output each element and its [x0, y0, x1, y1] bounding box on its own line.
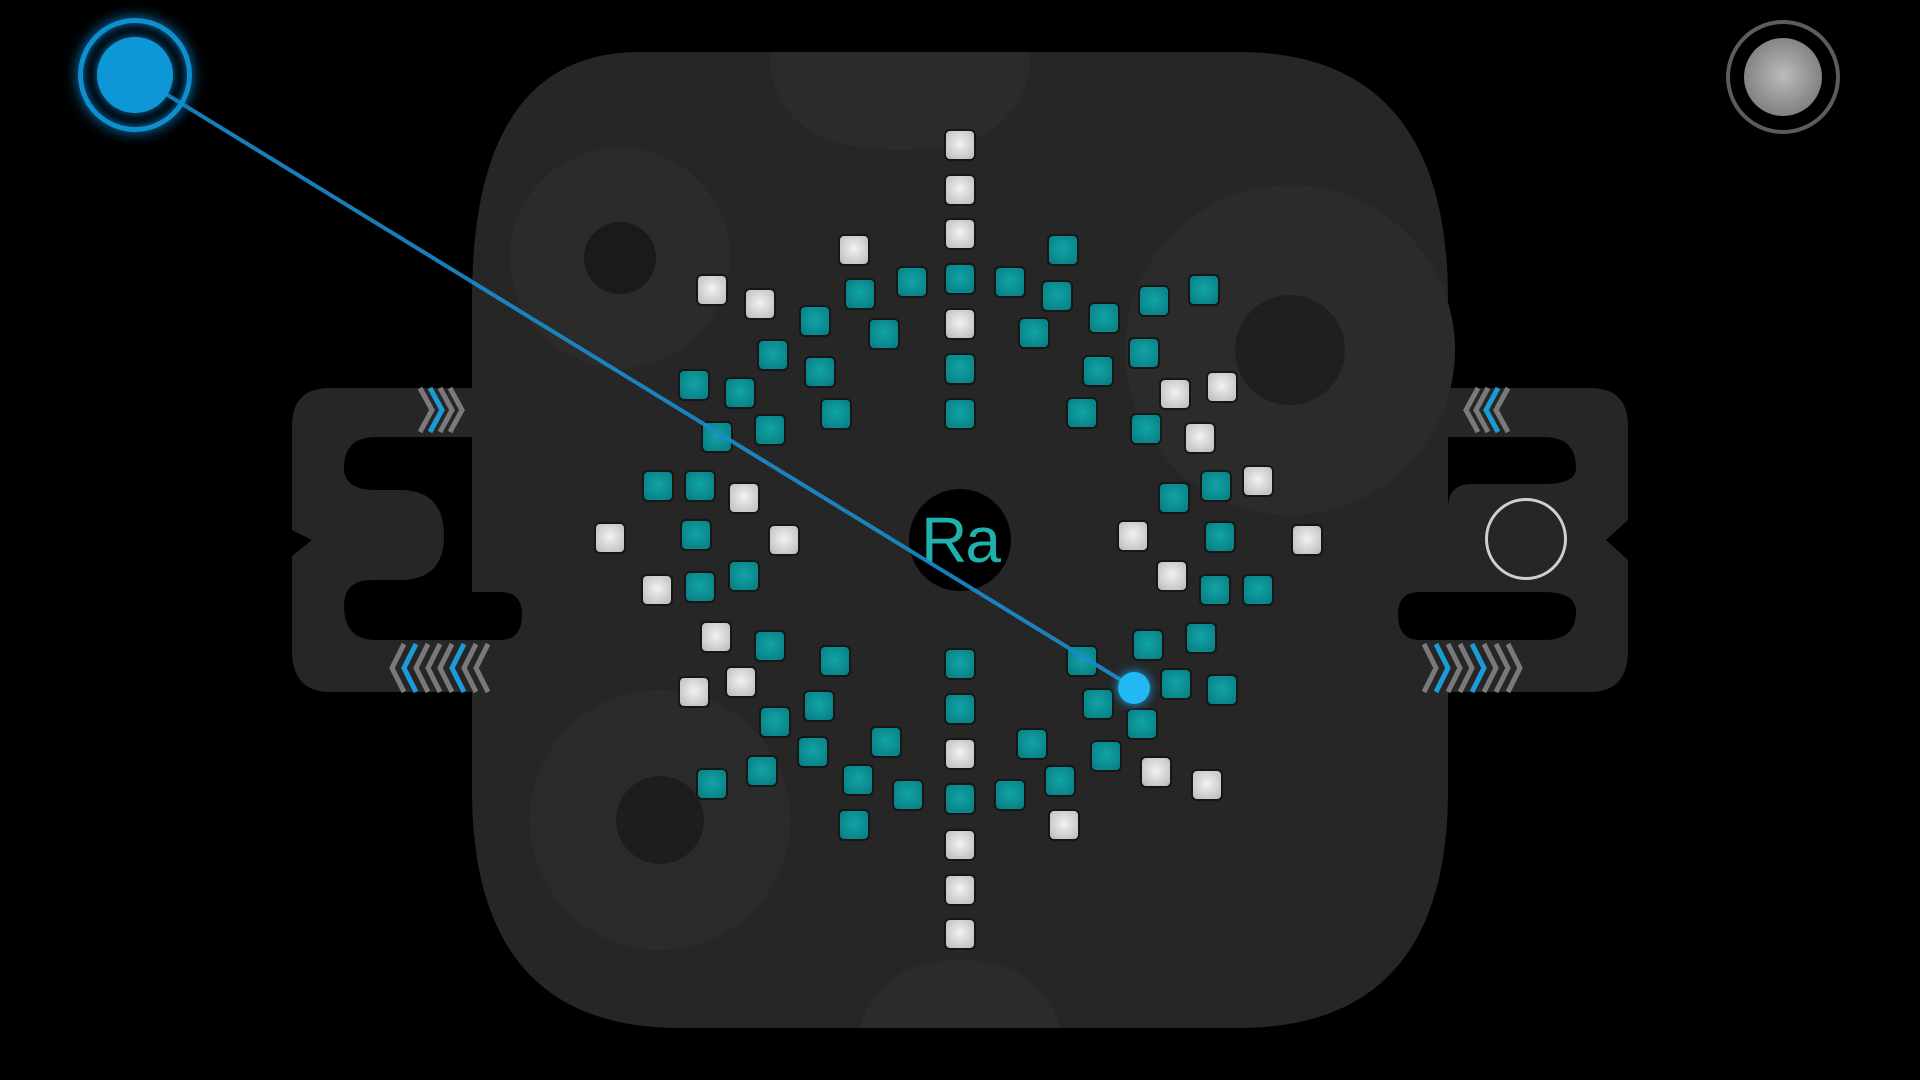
empty-tile[interactable]: [728, 482, 760, 514]
filled-tile[interactable]: [819, 645, 851, 677]
filled-tile[interactable]: [759, 706, 791, 738]
empty-tile[interactable]: [1206, 371, 1238, 403]
empty-tile[interactable]: [744, 288, 776, 320]
filled-tile[interactable]: [1018, 317, 1050, 349]
filled-tile[interactable]: [1082, 688, 1114, 720]
empty-tile[interactable]: [944, 918, 976, 950]
filled-tile[interactable]: [896, 266, 928, 298]
filled-tile[interactable]: [1082, 355, 1114, 387]
empty-tile[interactable]: [944, 129, 976, 161]
empty-tile[interactable]: [944, 829, 976, 861]
empty-tile[interactable]: [700, 621, 732, 653]
filled-tile[interactable]: [1200, 470, 1232, 502]
element-symbol: Ra: [921, 504, 1001, 576]
empty-tile[interactable]: [944, 874, 976, 906]
filled-tile[interactable]: [757, 339, 789, 371]
filled-tile[interactable]: [1132, 629, 1164, 661]
filled-tile[interactable]: [1044, 765, 1076, 797]
filled-tile[interactable]: [1041, 280, 1073, 312]
element-nucleus: Ra: [909, 489, 1011, 591]
filled-tile[interactable]: [944, 693, 976, 725]
empty-tile[interactable]: [768, 524, 800, 556]
empty-tile[interactable]: [944, 738, 976, 770]
filled-tile[interactable]: [870, 726, 902, 758]
filled-tile[interactable]: [820, 398, 852, 430]
filled-tile[interactable]: [1047, 234, 1079, 266]
filled-tile[interactable]: [724, 377, 756, 409]
empty-tile[interactable]: [1048, 809, 1080, 841]
filled-tile[interactable]: [838, 809, 870, 841]
filled-tile[interactable]: [754, 414, 786, 446]
filled-tile[interactable]: [1242, 574, 1274, 606]
empty-tile[interactable]: [1242, 465, 1274, 497]
right-chevrons-bottom: [1421, 642, 1523, 694]
blue-orb-button[interactable]: [78, 18, 192, 132]
filled-tile[interactable]: [944, 353, 976, 385]
filled-tile[interactable]: [1128, 337, 1160, 369]
empty-tile[interactable]: [594, 522, 626, 554]
filled-tile[interactable]: [1130, 413, 1162, 445]
filled-tile[interactable]: [844, 278, 876, 310]
filled-tile[interactable]: [1160, 668, 1192, 700]
empty-tile[interactable]: [678, 676, 710, 708]
active-node-cursor[interactable]: [1118, 672, 1150, 704]
empty-tile[interactable]: [696, 274, 728, 306]
right-handle-cutout: [1398, 437, 1576, 640]
right-chevrons-top: [1463, 386, 1511, 434]
filled-tile[interactable]: [1204, 521, 1236, 553]
filled-tile[interactable]: [754, 630, 786, 662]
empty-tile[interactable]: [1184, 422, 1216, 454]
filled-tile[interactable]: [944, 398, 976, 430]
empty-tile[interactable]: [641, 574, 673, 606]
filled-tile[interactable]: [1088, 302, 1120, 334]
filled-tile[interactable]: [944, 263, 976, 295]
empty-tile[interactable]: [944, 218, 976, 250]
filled-tile[interactable]: [944, 648, 976, 680]
filled-tile[interactable]: [944, 783, 976, 815]
filled-tile[interactable]: [799, 305, 831, 337]
empty-ring-slot[interactable]: [1485, 498, 1567, 580]
filled-tile[interactable]: [728, 560, 760, 592]
empty-tile[interactable]: [944, 174, 976, 206]
filled-tile[interactable]: [696, 768, 728, 800]
filled-tile[interactable]: [1090, 740, 1122, 772]
empty-tile[interactable]: [838, 234, 870, 266]
grey-orb-icon: [1744, 38, 1822, 116]
filled-tile[interactable]: [1199, 574, 1231, 606]
filled-tile[interactable]: [892, 779, 924, 811]
filled-tile[interactable]: [797, 736, 829, 768]
filled-tile[interactable]: [680, 519, 712, 551]
filled-tile[interactable]: [701, 421, 733, 453]
filled-tile[interactable]: [804, 356, 836, 388]
filled-tile[interactable]: [642, 470, 674, 502]
filled-tile[interactable]: [1066, 397, 1098, 429]
empty-tile[interactable]: [944, 308, 976, 340]
empty-tile[interactable]: [1191, 769, 1223, 801]
filled-tile[interactable]: [842, 764, 874, 796]
empty-tile[interactable]: [1156, 560, 1188, 592]
filled-tile[interactable]: [1206, 674, 1238, 706]
filled-tile[interactable]: [1188, 274, 1220, 306]
empty-tile[interactable]: [1291, 524, 1323, 556]
grey-orb-button[interactable]: [1726, 20, 1840, 134]
filled-tile[interactable]: [678, 369, 710, 401]
filled-tile[interactable]: [994, 779, 1026, 811]
empty-tile[interactable]: [1117, 520, 1149, 552]
filled-tile[interactable]: [746, 755, 778, 787]
filled-tile[interactable]: [1138, 285, 1170, 317]
blue-orb-icon: [97, 37, 173, 113]
filled-tile[interactable]: [994, 266, 1026, 298]
filled-tile[interactable]: [1016, 728, 1048, 760]
filled-tile[interactable]: [868, 318, 900, 350]
empty-tile[interactable]: [725, 666, 757, 698]
empty-tile[interactable]: [1159, 378, 1191, 410]
empty-tile[interactable]: [1140, 756, 1172, 788]
filled-tile[interactable]: [1185, 622, 1217, 654]
filled-tile[interactable]: [1158, 482, 1190, 514]
filled-tile[interactable]: [803, 690, 835, 722]
filled-tile[interactable]: [1126, 708, 1158, 740]
filled-tile[interactable]: [684, 470, 716, 502]
filled-tile[interactable]: [1066, 645, 1098, 677]
filled-tile[interactable]: [684, 571, 716, 603]
